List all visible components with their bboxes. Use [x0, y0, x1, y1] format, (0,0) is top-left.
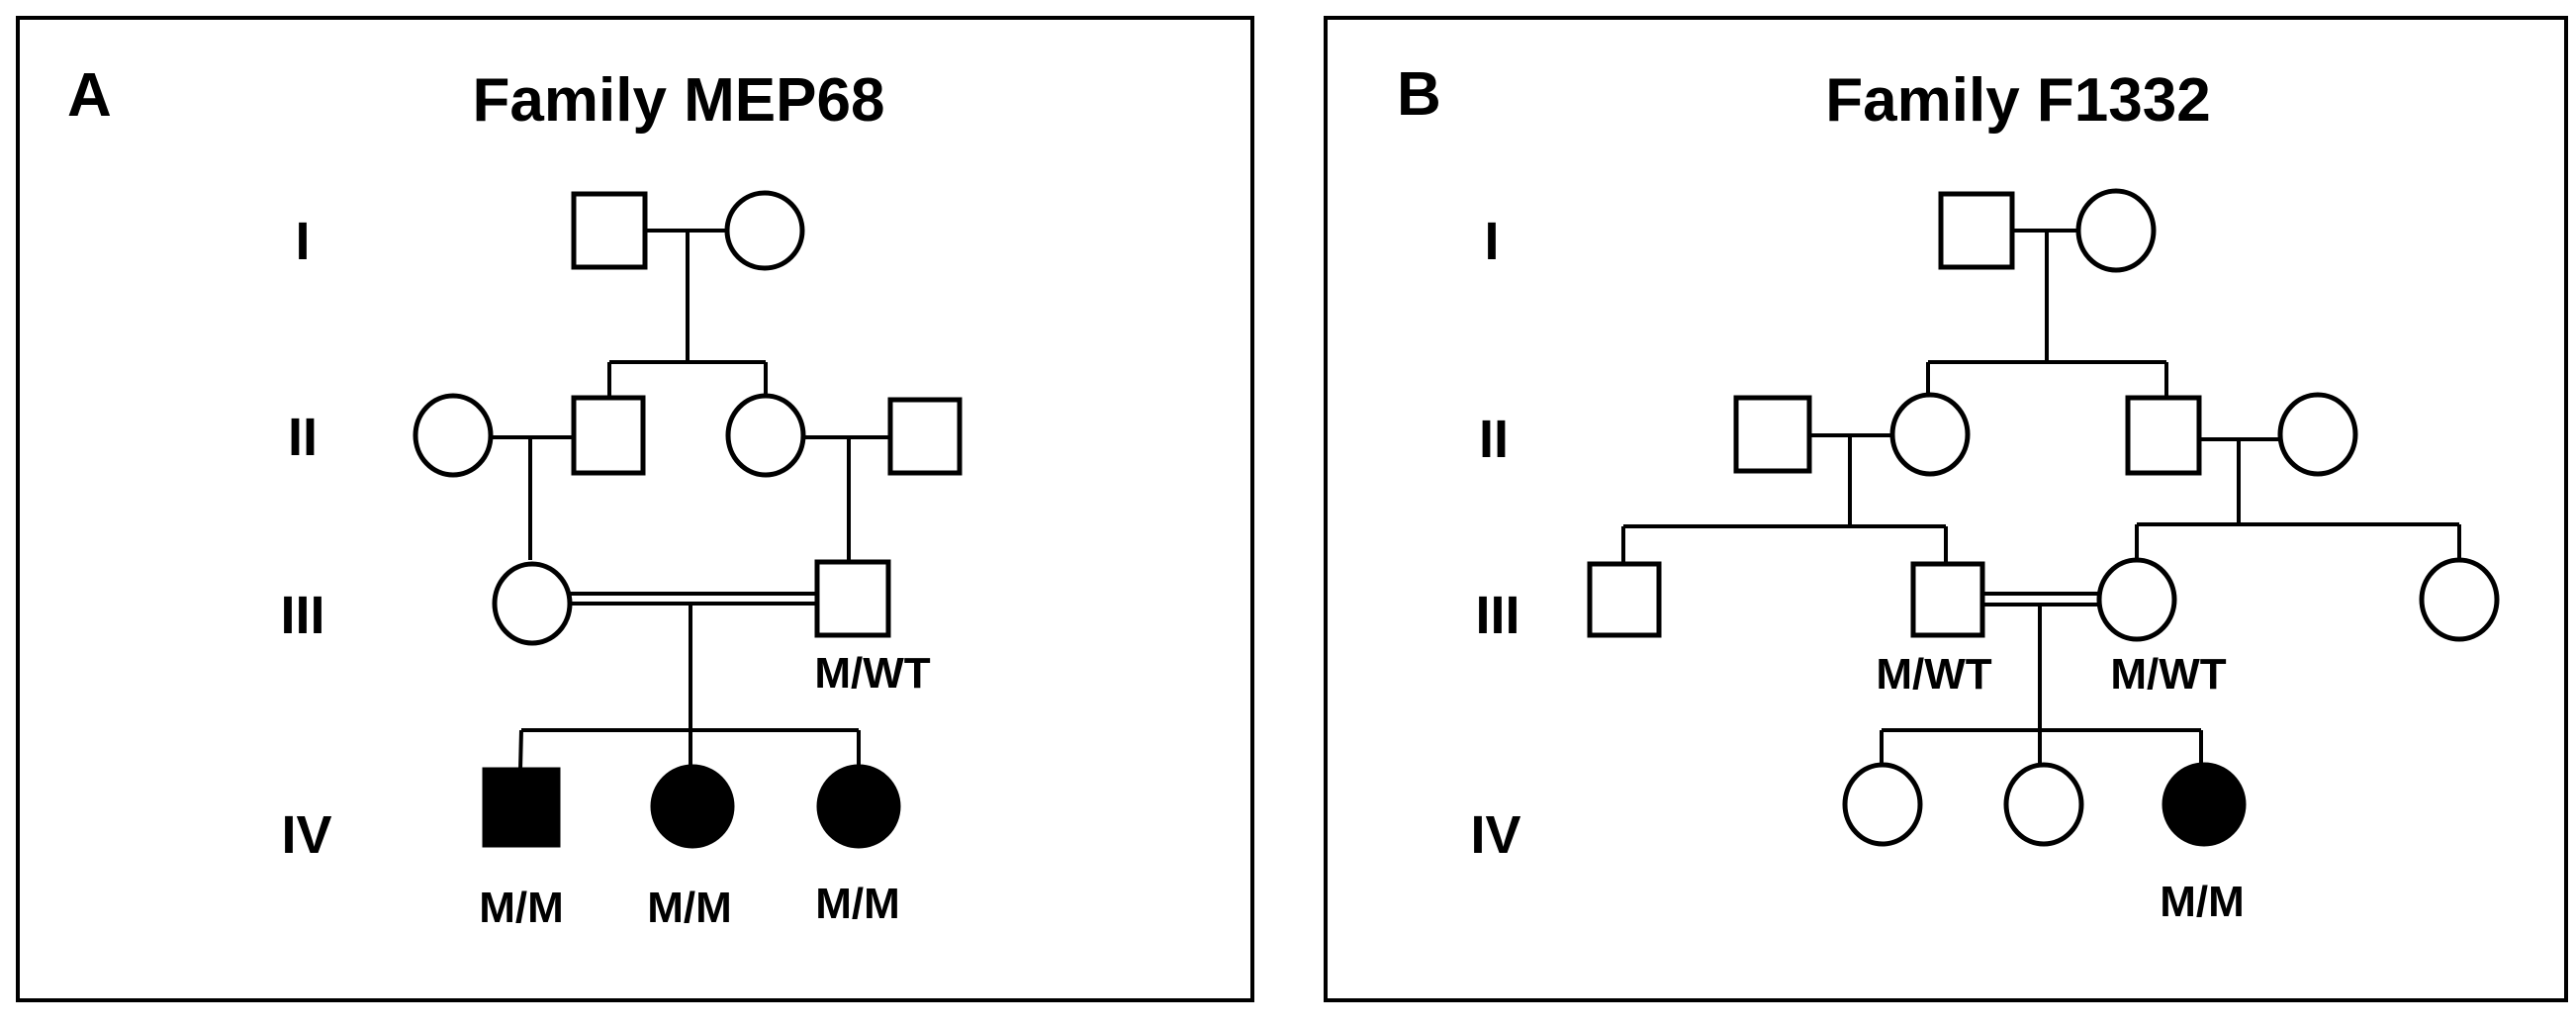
panel-b-genotype-iii-3: M/WT — [2110, 650, 2226, 699]
panel-b-gen-label-iii: III — [1475, 586, 1519, 645]
panel-a-genotype-iii-2: M/WT — [814, 649, 930, 698]
panel-b-individual-iii-2-male — [1910, 561, 1985, 638]
panel-b-individual-i-1-male — [1938, 191, 2015, 270]
panel-a-letter: A — [67, 61, 112, 130]
panel-b-gen-label-iv: IV — [1470, 805, 1520, 865]
panel-a-individual-iv-1-male-affected — [482, 767, 561, 848]
panel-b-individual-iii-3-female — [2096, 557, 2177, 642]
panel-a-genotype-iv-1: M/M — [479, 884, 564, 932]
panel-b-individual-ii-1-male — [1733, 395, 1812, 474]
panel-b-gen-label-i: I — [1484, 212, 1499, 271]
panel-a-individual-iv-2-female-affected — [650, 764, 735, 849]
panel-b-frame — [1324, 16, 2568, 1002]
panel-a-gen-label-iii: III — [280, 586, 324, 645]
panel-a-frame — [16, 16, 1254, 1002]
panel-a-individual-ii-4-male — [887, 397, 963, 476]
panel-b-genotype-iv-3: M/M — [2160, 878, 2245, 926]
panel-a-individual-i-2-female — [724, 190, 805, 271]
panel-a-genotype-iv-3: M/M — [815, 880, 900, 928]
panel-b-individual-ii-4-female — [2277, 392, 2358, 477]
panel-b-individual-i-2-female — [2075, 188, 2157, 273]
panel-a: A Family MEP68 I II III IV M/WT — [16, 16, 1254, 1002]
panel-b-individual-iii-1-male — [1587, 561, 1662, 638]
panel-a-gen-label-iv: IV — [281, 805, 331, 865]
panel-b-letter: B — [1397, 60, 1441, 129]
panel-a-gen-label-i: I — [295, 212, 310, 271]
panel-a-title: Family MEP68 — [473, 66, 885, 135]
panel-b-genotype-iii-2: M/WT — [1876, 650, 1991, 699]
panel-a-genotype-iv-2: M/M — [647, 884, 732, 932]
panel-b-individual-iv-2-female — [2003, 762, 2084, 847]
panel-b-individual-iv-3-female-affected — [2162, 762, 2247, 847]
panel-a-gen-label-ii: II — [288, 408, 318, 467]
panel-b-title: Family F1332 — [1825, 66, 2210, 135]
panel-b-gen-label-ii: II — [1479, 410, 1509, 469]
panel-a-individual-iii-2-male — [814, 559, 891, 638]
panel-a-child-line — [518, 729, 523, 771]
panel-a-individual-iv-3-female-affected — [816, 764, 901, 849]
panel-b-individual-iii-4-female — [2419, 557, 2500, 642]
panel-a-individual-ii-3-female — [725, 393, 806, 478]
panel-a-individual-ii-2-male — [571, 395, 646, 476]
panel-a-individual-i-1-male — [571, 191, 648, 270]
panel-b-individual-ii-2-female — [1889, 392, 1971, 477]
panel-b: B Family F1332 I II III IV — [1324, 16, 2568, 1002]
panel-a-individual-iii-1-female — [492, 561, 573, 646]
panel-b-individual-ii-3-male — [2125, 395, 2202, 476]
panel-a-individual-ii-1-female — [413, 393, 494, 478]
panel-b-individual-iv-1-female — [1842, 762, 1923, 847]
